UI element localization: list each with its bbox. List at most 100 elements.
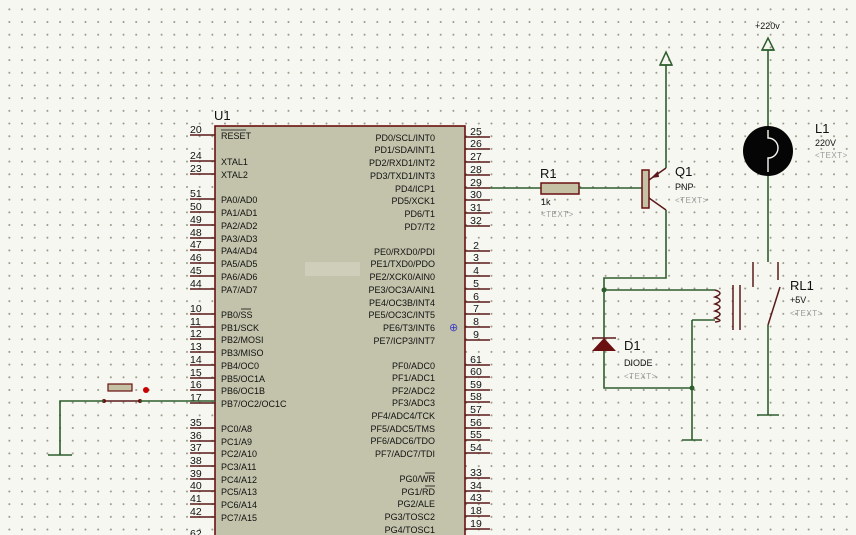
pin-number: 28 (470, 164, 482, 176)
pin-name: PE7/ICP3/INT7 (373, 336, 435, 346)
pin-number: 12 (190, 328, 202, 340)
pin-name: PA2/AD2 (221, 221, 257, 231)
watermark (305, 262, 360, 276)
pin-number: 35 (190, 417, 202, 429)
transistor-q1[interactable]: Q1 PNP <TEXT> (641, 164, 708, 211)
l1-text-label: <TEXT> (815, 151, 848, 160)
pin-name: PB0/SS (221, 310, 253, 320)
pin-name: PD2/RXD1/INT2 (369, 158, 435, 168)
pin-number: 60 (470, 366, 482, 378)
pin-number: 2 (473, 240, 479, 252)
pin-name: PF6/ADC6/TDO (370, 436, 435, 446)
q1-collector-leg (648, 197, 667, 211)
diode-d1[interactable]: D1 DIODE <TEXT> (592, 337, 657, 381)
pin-name: PB3/MISO (221, 348, 264, 358)
q1-base-bar (641, 169, 650, 209)
lamp-l1[interactable]: L1 220V <TEXT> (743, 121, 848, 176)
mcu-ref-label: U1 (214, 108, 231, 123)
pin-name: PD5/XCK1 (391, 196, 435, 206)
pin-name: PC3/A11 (221, 462, 256, 472)
pin-number: 24 (190, 150, 202, 162)
r1-value-label: 1k (541, 197, 551, 207)
resistor-r1[interactable]: R1 1k <TEXT> (540, 166, 580, 219)
pin-name: PD3/TXD1/INT3 (370, 171, 435, 181)
pin-name: PF0/ADC0 (392, 361, 435, 371)
pin-name: PF5/ADC5/TMS (370, 424, 435, 434)
pin-number: 49 (190, 214, 202, 226)
lamp-filament (767, 130, 779, 172)
push-button[interactable] (102, 383, 149, 403)
l1-value-label: 220V (815, 138, 836, 148)
l1-ref-label: L1 (815, 121, 829, 136)
pin-name: PC2/A10 (221, 449, 257, 459)
pin-number: 29 (470, 177, 482, 189)
pin-number: 17 (190, 392, 202, 404)
relay-rl1[interactable]: RL1 +5V <TEXT> (712, 262, 823, 330)
pin-number: 55 (470, 429, 482, 441)
mcu-pin-left[interactable]: 62 (190, 528, 215, 535)
button-marker (143, 387, 149, 393)
pin-name: PB5/OC1A (221, 374, 265, 384)
relay-coil (712, 289, 721, 323)
q1-text-label: <TEXT> (675, 196, 708, 205)
